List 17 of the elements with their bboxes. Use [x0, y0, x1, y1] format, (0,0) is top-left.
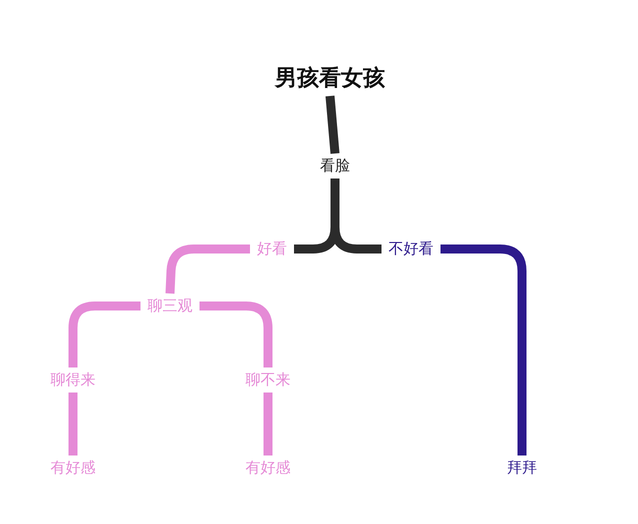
connector-line	[68, 392, 78, 456]
node-label: 好看	[250, 236, 294, 262]
node-label: 有好感	[44, 456, 102, 480]
connector-line	[440, 244, 526, 456]
node-label: 聊得来	[44, 368, 102, 392]
node-label: 聊三观	[140, 294, 200, 318]
connector-line	[326, 96, 340, 154]
connector-line	[200, 302, 272, 368]
node-label: 看脸	[313, 154, 357, 178]
connector-line	[166, 244, 250, 294]
node-label: 男孩看女孩	[268, 60, 392, 96]
connector-line	[264, 392, 272, 456]
connector-line	[68, 302, 140, 368]
node-label: 聊不来	[238, 368, 298, 392]
node-label: 拜拜	[500, 456, 544, 480]
node-label: 有好感	[238, 456, 298, 480]
node-label: 不好看	[382, 236, 440, 262]
